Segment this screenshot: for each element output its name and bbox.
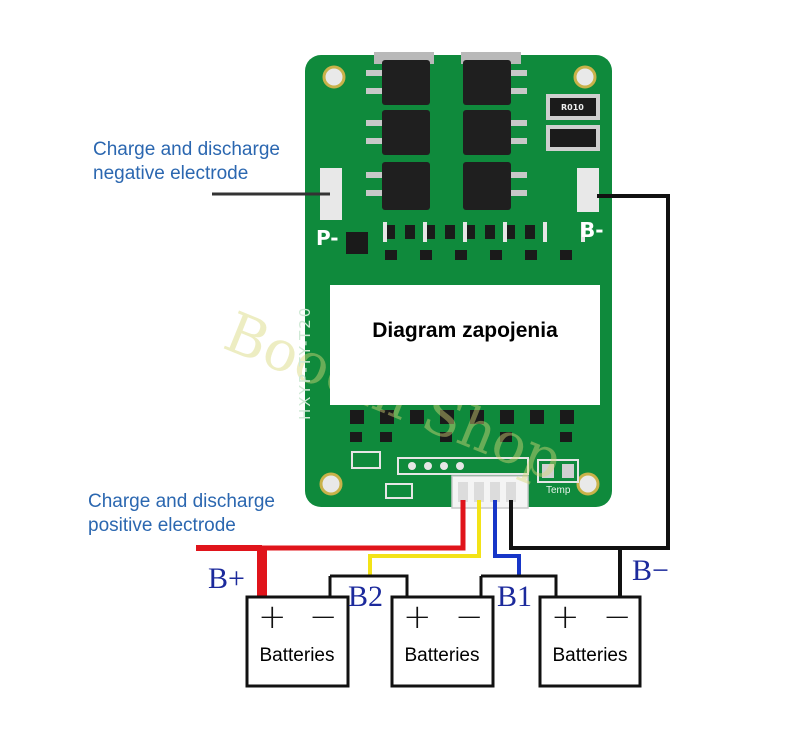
balance-connector-footprint: [351, 451, 529, 499]
callout-negative-line-1: Charge and discharge: [93, 139, 280, 160]
battery-1-plus: +: [258, 597, 287, 637]
negative-electrode-callout: Charge and discharge negative electrode: [93, 138, 280, 186]
resistor-marking: R010: [561, 103, 584, 112]
terminal-b-minus: B−: [632, 554, 669, 587]
pcb-model-text: HXYP-TY-T20: [296, 305, 314, 420]
pcb-label-temp: Temp: [546, 485, 571, 496]
smd-components: [346, 225, 574, 442]
black-balance-wire: [509, 500, 622, 598]
callout-positive-line-2: positive electrode: [88, 515, 236, 536]
callout-negative-line-2: negative electrode: [93, 163, 249, 184]
shunt-resistors: [546, 94, 600, 151]
terminal-b1: B1: [497, 580, 533, 613]
battery-2-minus: −: [455, 597, 484, 637]
battery-boxes: [245, 595, 642, 688]
mosfet-array: [366, 52, 527, 210]
solder-pads: [320, 168, 599, 220]
callout-positive-line-1: Charge and discharge: [88, 491, 275, 512]
battery-2: [390, 595, 495, 688]
positive-electrode-callout: Charge and discharge positive electrode: [88, 490, 275, 538]
terminal-b2: B2: [348, 580, 384, 613]
link-b2: [330, 574, 409, 598]
pcb-label-b-minus: B-: [580, 218, 604, 242]
battery-1-minus: −: [309, 597, 338, 637]
diagram-title: Diagram zapojenia: [372, 319, 558, 342]
battery-3-plus: +: [551, 597, 580, 637]
mounting-holes: [319, 65, 600, 496]
terminal-b-plus: B+: [208, 562, 245, 595]
battery-1-label: Batteries: [259, 645, 335, 666]
battery-3-label: Batteries: [552, 645, 628, 666]
battery-2-plus: +: [403, 597, 432, 637]
wires: [196, 192, 670, 598]
pcb-label-p-minus: P-: [316, 226, 339, 250]
temp-sensor-pads: [537, 459, 579, 483]
link-b1: [481, 574, 558, 598]
yellow-balance-wire: [368, 500, 481, 576]
b-minus-main-wire: [597, 194, 670, 550]
battery-2-label: Batteries: [404, 645, 480, 666]
battery-3-minus: −: [603, 597, 632, 637]
battery-3: [538, 595, 642, 688]
battery-1: [245, 595, 350, 688]
diagram-title-box: Diagram zapojenia: [330, 285, 600, 405]
blue-balance-wire: [493, 500, 521, 576]
